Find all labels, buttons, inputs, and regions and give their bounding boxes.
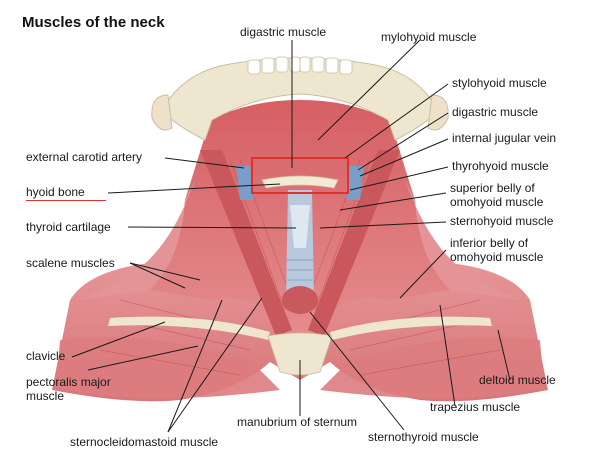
label-superior-belly-omohyoid-line1: superior belly of [450, 181, 535, 195]
hyoid-bone-shape [261, 175, 339, 189]
label-thyrohyoid-muscle: thyrohyoid muscle [452, 159, 549, 173]
thyroid-cartilage-shape [290, 205, 310, 248]
trapezius-left-shape [80, 180, 195, 300]
label-scalene-muscles: scalene muscles [26, 256, 115, 270]
sternocleidomastoid-right-shape [308, 150, 400, 336]
label-superior-belly-omohyoid-line2: omohyoid muscle [450, 195, 544, 209]
pectoralis-major-shape [56, 337, 280, 399]
manubrium-shape [267, 332, 333, 376]
label-sternocleidomastoid-muscle: sternocleidomastoid muscle [70, 435, 219, 449]
label-trapezius-muscle: trapezius muscle [430, 400, 521, 414]
hyoid-highlight-box [251, 157, 349, 194]
label-inferior-belly-omohyoid-line1: inferior belly of [450, 236, 529, 250]
left-ear [151, 94, 173, 131]
label-pectoralis-major-line1: pectoralis major [26, 375, 111, 389]
label-external-carotid-artery: external carotid artery [26, 150, 143, 164]
clavicle-right-shape [330, 316, 492, 340]
label-digastric-muscle-top: digastric muscle [240, 25, 327, 39]
label-inferior-belly-omohyoid-line2: omohyoid muscle [450, 250, 544, 264]
label-sternohyoid-muscle: sternohyoid muscle [450, 214, 554, 228]
label-stylohyoid-muscle: stylohyoid muscle [452, 76, 547, 90]
clavicle-left-shape [108, 316, 270, 340]
hyoid-bone-underline [26, 200, 106, 201]
leader-lines [71, 39, 511, 433]
sternocleidomastoid-left-shape [200, 150, 292, 336]
label-clavicle: clavicle [26, 349, 66, 363]
right-ear [427, 94, 449, 131]
label-thyroid-cartilage: thyroid cartilage [26, 220, 111, 234]
label-hyoid-bone: hyoid bone [26, 185, 85, 199]
label-internal-jugular-vein: internal jugular vein [452, 131, 557, 145]
pectoralis-major-right-shape [320, 337, 544, 399]
label-digastric-muscle-right: digastric muscle [452, 105, 539, 119]
internal-jugular-vein-left [236, 166, 254, 200]
trapezius-shape [405, 180, 520, 300]
label-manubrium-of-sternum: manubrium of sternum [237, 415, 358, 429]
label-deltoid-muscle: deltoid muscle [479, 373, 556, 387]
thyroid-gland [282, 286, 318, 314]
internal-jugular-vein-right [346, 166, 364, 200]
label-sternothyroid-muscle: sternothyroid muscle [368, 430, 479, 444]
diagram-title: Muscles of the neck [22, 14, 165, 31]
label-pectoralis-major-line2: muscle [26, 389, 65, 403]
label-mylohyoid-muscle: mylohyoid muscle [381, 30, 477, 44]
